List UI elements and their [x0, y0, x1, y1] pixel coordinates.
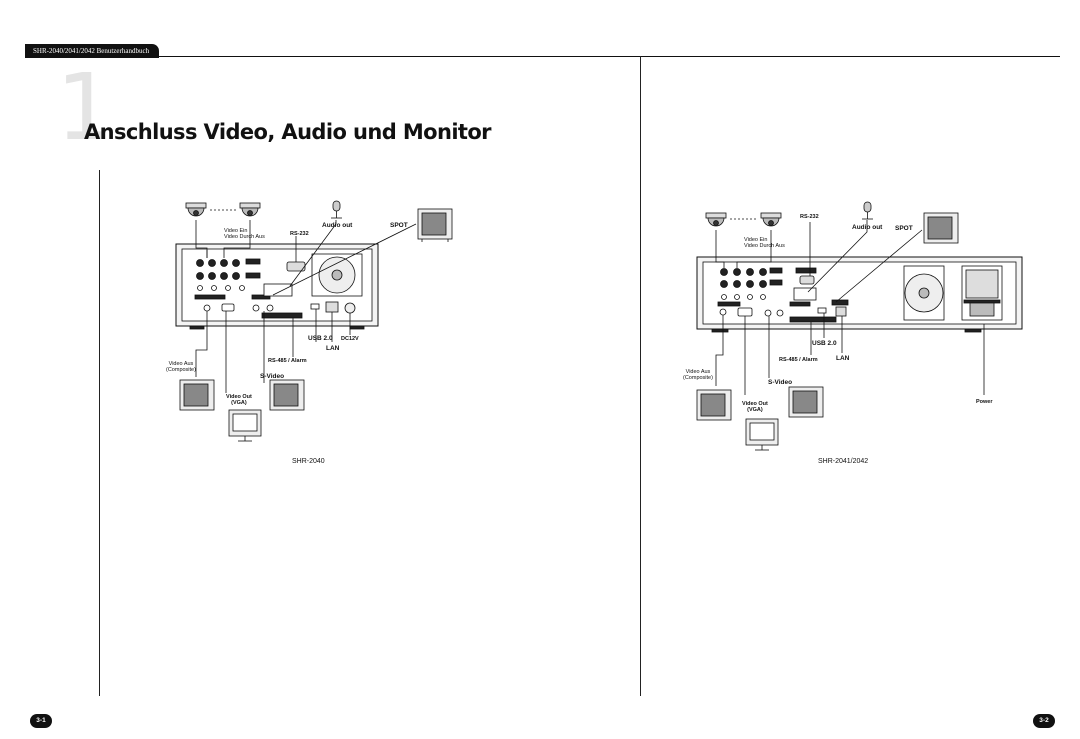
page-number-right: 3-2: [1033, 714, 1055, 728]
microphone-icon: [331, 200, 342, 219]
label-rs485: RS-485 / Alarm: [268, 358, 307, 364]
left-margin-rule: [99, 170, 100, 696]
label-audio-out: Audio out: [322, 222, 353, 229]
label-video-out-line2: (Composite): [683, 375, 713, 382]
header-rule: [25, 56, 1060, 57]
label-vga-line1: Video Out: [226, 394, 252, 400]
label-vga: Video Out (VGA): [226, 394, 252, 407]
label-rs232: RS-232: [800, 214, 819, 220]
label-vga-line2: (VGA): [231, 400, 247, 407]
label-lan: LAN: [326, 345, 340, 352]
label-video-out-line1: Video Aus: [168, 361, 194, 367]
label-lan: LAN: [836, 355, 850, 362]
label-vga: Video Out (VGA): [742, 401, 768, 414]
label-video-out-composite: Video Aus (Composite): [683, 369, 713, 382]
label-video-out-composite: Video Aus (Composite): [166, 361, 196, 374]
label-video-loop: Video Durch Aus: [744, 243, 785, 249]
composite-monitor-icon: [696, 389, 732, 421]
label-video-out-line1: Video Aus: [685, 369, 711, 375]
label-rs485: RS-485 / Alarm: [779, 357, 818, 363]
label-usb: USB 2.0: [812, 340, 837, 347]
dvr-rear-panel: [696, 256, 1023, 333]
page-title: Anschluss Video, Audio und Monitor: [84, 120, 492, 144]
label-rs232: RS-232: [290, 231, 309, 237]
svideo-monitor-icon: [788, 386, 824, 418]
label-vga-line2: (VGA): [747, 407, 763, 414]
vga-monitor-icon: [745, 418, 779, 451]
spot-monitor-icon: [417, 208, 453, 242]
label-audio-out: Audio out: [852, 224, 883, 231]
vga-monitor-icon: [228, 409, 262, 442]
composite-monitor-icon: [179, 379, 215, 411]
page-number-left: 3-1: [30, 714, 52, 728]
camera-icon: [185, 202, 207, 217]
label-svideo: S-Video: [260, 373, 285, 380]
page-divider: [640, 56, 641, 696]
label-video-in: Video Ein: [224, 228, 248, 234]
label-svideo: S-Video: [768, 379, 793, 386]
camera-icon: [760, 212, 782, 227]
label-power: Power: [976, 399, 993, 405]
section-number: 1: [56, 54, 115, 161]
manual-header-tab: SHR-2040/2041/2042 Benutzerhandbuch: [25, 44, 160, 58]
camera-icon: [705, 212, 727, 227]
label-video-out-line2: (Composite): [166, 367, 196, 374]
label-video-in: Video Ein: [744, 237, 768, 243]
diagram-caption: SHR-2041/2042: [818, 458, 869, 465]
label-vga-line1: Video Out: [742, 401, 768, 407]
label-video-loop: Video Durch Aus: [224, 234, 265, 240]
label-spot: SPOT: [390, 222, 408, 229]
dvr-rear-panel: [175, 243, 379, 330]
spot-monitor-icon: [923, 212, 959, 244]
label-usb: USB 2.0: [308, 335, 333, 342]
label-spot: SPOT: [895, 225, 913, 232]
camera-icon: [239, 202, 261, 217]
svideo-monitor-icon: [269, 379, 305, 411]
diagram-caption: SHR-2040: [292, 458, 325, 465]
microphone-icon: [862, 201, 873, 220]
label-dc12v: DC12V: [341, 336, 359, 342]
